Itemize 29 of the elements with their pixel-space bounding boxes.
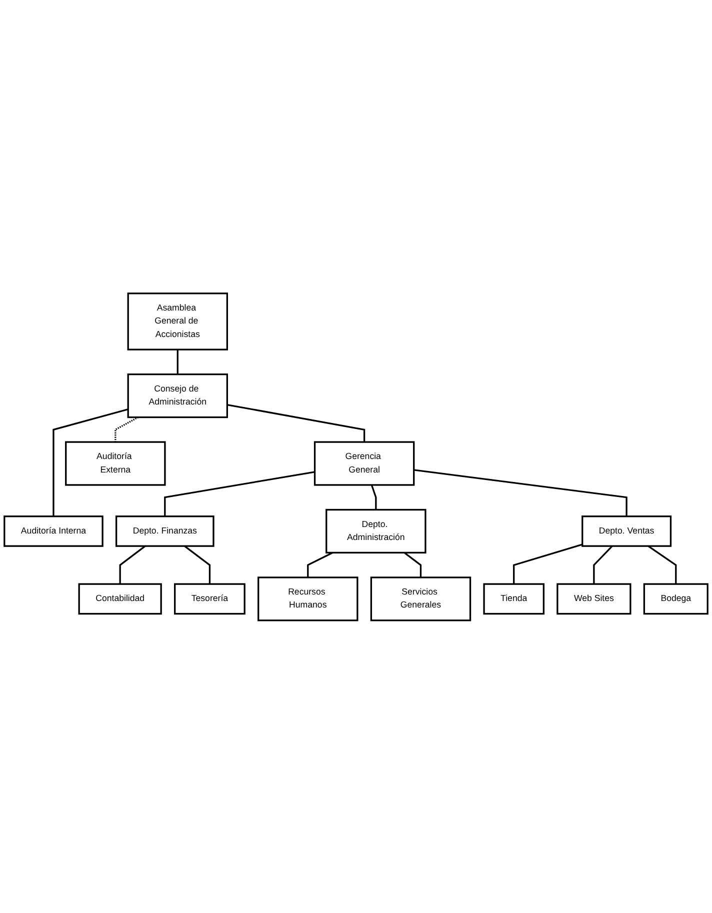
connector: [114, 416, 139, 442]
connector: [176, 349, 178, 374]
node-box: Depto. Ventas: [582, 515, 672, 546]
node-box: Recursos Humanos: [258, 576, 358, 621]
connector: [164, 470, 315, 516]
node-box: Auditoría Interna: [4, 515, 104, 546]
node-box: Contabilidad: [78, 582, 162, 614]
connector: [414, 468, 628, 516]
node-box: Gerencia General: [314, 440, 415, 486]
connector: [119, 545, 146, 584]
connector: [184, 545, 211, 584]
node-box: Tesorería: [174, 582, 246, 614]
connector: [404, 552, 422, 578]
node-box: Consejo de Administración: [127, 373, 228, 418]
node-box: Depto. Finanzas: [116, 515, 214, 546]
connector: [370, 484, 377, 510]
node-box: Web Sites: [556, 582, 632, 614]
node-box: Bodega: [643, 582, 708, 614]
node-box: Depto. Administración: [326, 508, 426, 554]
node-box: Tienda: [483, 582, 544, 614]
connector: [648, 545, 677, 584]
node-box: Servicios Generales: [370, 576, 472, 621]
connector: [52, 408, 128, 516]
connector: [227, 404, 366, 442]
node-box: Asamblea General de Accionistas: [127, 292, 228, 350]
node-box: Auditoría Externa: [65, 440, 166, 486]
connector: [307, 552, 334, 578]
connector: [513, 543, 583, 584]
connector: [593, 545, 613, 584]
